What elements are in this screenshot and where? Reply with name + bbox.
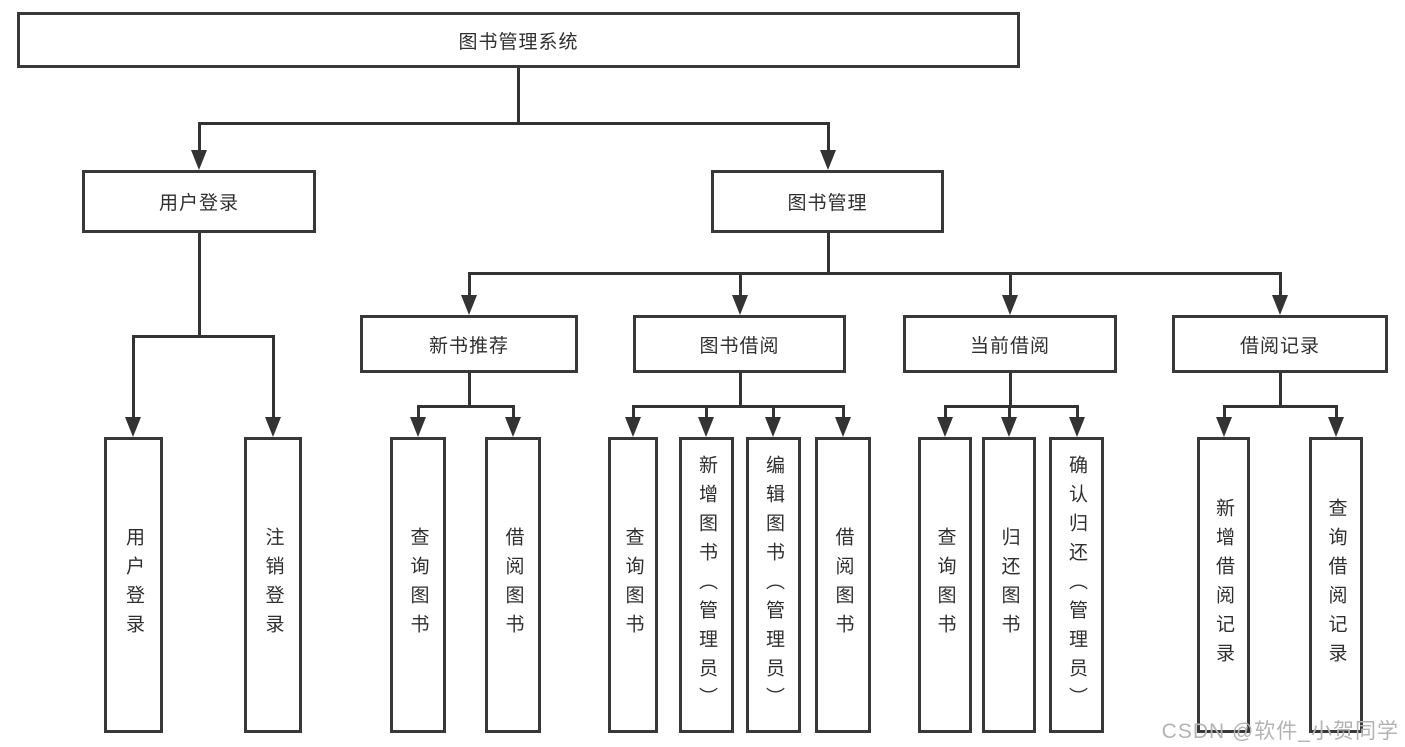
arrowhead-down-icon [1328,417,1344,437]
arrowhead-down-icon [1216,417,1232,437]
arrowhead-down-icon [765,417,781,437]
leaf-query-books-current: 查询图书 [918,437,972,733]
leaf-query-books-recommend: 查询图书 [390,437,446,733]
connector-stem [739,373,742,408]
leaf-confirm-return-admin: 确认归还（管理员） [1049,437,1104,733]
leaf-label: 借阅图书 [502,527,524,643]
leaf-label: 归还图书 [998,527,1020,643]
connector-rail [944,405,1079,408]
leaf-label: 查询图书 [934,527,956,643]
node-library-system: 图书管理系统 [17,12,1020,68]
leaf-label: 注销登录 [262,527,284,643]
arrowhead-down-icon [1069,417,1085,437]
leaf-label: 查询借阅记录 [1325,498,1347,672]
connector-rail [632,405,845,408]
node-label: 图书管理系统 [458,31,579,53]
connector-stem [827,233,830,275]
connector-drop [632,405,635,423]
connector-drop [1223,405,1226,423]
arrowhead-down-icon [461,295,477,315]
node-borrowing-records: 借阅记录 [1172,315,1388,373]
connector-stem [1279,373,1282,408]
arrowhead-down-icon [820,150,836,170]
connector-rail [1223,405,1338,408]
connector-rail [198,122,830,125]
csdn-watermark: CSDN @软件_小贺同学 [1161,720,1399,743]
node-label: 图书管理 [787,193,868,214]
connector-stem [1009,373,1012,408]
connector-drop [1279,272,1282,301]
connector-drop [842,405,845,423]
leaf-return-books: 归还图书 [982,437,1036,733]
leaf-label: 借阅图书 [832,527,854,643]
node-new-book-recommend: 新书推荐 [360,315,578,373]
connector-rail [132,335,275,338]
connector-drop [272,335,275,423]
leaf-borrow-books: 借阅图书 [815,437,871,733]
node-label: 借阅记录 [1239,335,1320,357]
connector-drop [705,405,708,423]
connector-rail [468,272,1282,275]
connector-drop [772,405,775,423]
connector-drop [417,405,420,423]
leaf-borrow-books-recommend: 借阅图书 [485,437,541,733]
node-label: 用户登录 [158,193,239,214]
node-book-management: 图书管理 [711,170,944,233]
connector-drop [827,122,830,156]
leaf-logout: 注销登录 [244,437,302,733]
leaf-query-borrow-record: 查询借阅记录 [1309,437,1363,733]
arrowhead-down-icon [835,417,851,437]
connector-drop [132,335,135,423]
arrowhead-down-icon [191,150,207,170]
arrowhead-down-icon [125,417,141,437]
node-label: 当前借阅 [969,335,1050,357]
arrowhead-down-icon [1272,295,1288,315]
connector-drop [1009,272,1012,301]
connector-rail [417,405,515,408]
connector-drop [1076,405,1079,423]
leaf-add-books-admin: 新增图书（管理员） [679,437,734,733]
leaf-label: 编辑图书（管理员） [763,454,784,716]
connector-drop [1335,405,1338,423]
connector-drop [198,122,201,156]
arrowhead-down-icon [1001,417,1017,437]
connector-stem [517,68,520,125]
node-current-borrowing: 当前借阅 [903,315,1117,373]
leaf-label: 用户登录 [123,527,144,643]
leaf-label: 新增图书（管理员） [696,454,717,716]
connector-stem [198,233,201,338]
leaf-label: 查询图书 [407,527,429,643]
arrowhead-down-icon [732,295,748,315]
leaf-add-borrow-record: 新增借阅记录 [1197,437,1250,733]
arrowhead-down-icon [505,417,521,437]
connector-drop [468,272,471,301]
connector-drop [1008,405,1011,423]
arrowhead-down-icon [410,417,426,437]
leaf-query-books-borrow: 查询图书 [608,437,658,733]
leaf-label: 确认归还（管理员） [1066,454,1087,716]
leaf-label: 查询图书 [622,527,644,643]
leaf-label: 新增借阅记录 [1213,498,1234,672]
leaf-user-login: 用户登录 [104,437,163,733]
arrowhead-down-icon [698,417,714,437]
node-label: 图书借阅 [699,335,780,357]
connector-drop [944,405,947,423]
node-label: 新书推荐 [428,335,509,357]
connector-drop [739,272,742,301]
leaf-edit-books-admin: 编辑图书（管理员） [746,437,801,733]
node-user-login-module: 用户登录 [82,170,316,233]
arrowhead-down-icon [937,417,953,437]
arrowhead-down-icon [625,417,641,437]
connector-drop [512,405,515,423]
connector-stem [468,373,471,408]
arrowhead-down-icon [265,417,281,437]
arrowhead-down-icon [1002,295,1018,315]
node-book-borrowing: 图书借阅 [633,315,846,373]
